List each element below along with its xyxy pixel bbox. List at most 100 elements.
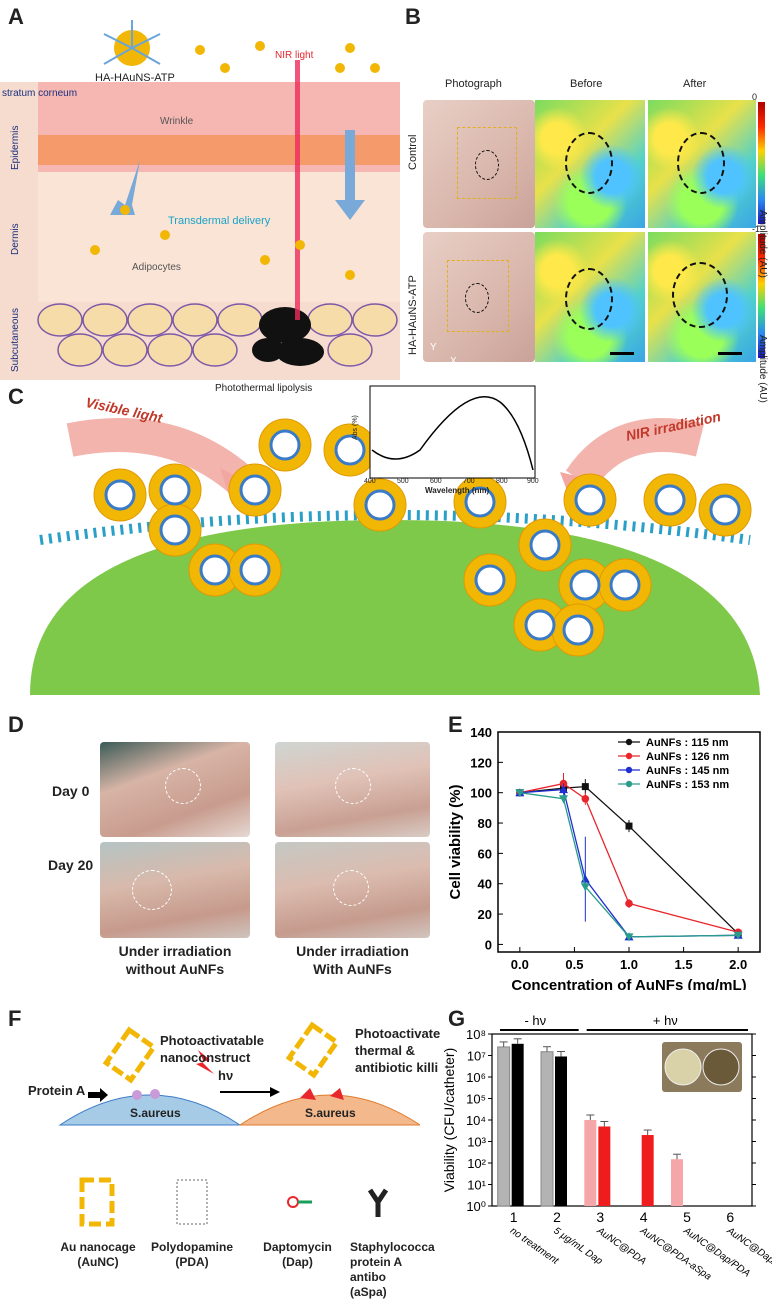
panel-g-label: G xyxy=(448,1006,466,1031)
y-tick-label: 100 xyxy=(470,786,492,801)
control-after-circle xyxy=(677,132,725,194)
panel-b-label: B xyxy=(405,4,421,29)
y-tick-label: 10¹ xyxy=(467,1178,486,1193)
particle-name: HA-HAuNS-ATP xyxy=(95,72,175,84)
label-line: Photoactivatable xyxy=(160,1033,265,1048)
inset-tick: 700 xyxy=(463,478,475,485)
x-tick-label: 2.0 xyxy=(729,957,747,972)
x-tick-label: 6 xyxy=(726,1209,734,1225)
minus-hv-label: - hν xyxy=(524,1013,546,1028)
x-tick-label: 1.0 xyxy=(620,957,638,972)
y-axis-label: Cell viability (%) xyxy=(447,784,464,899)
legend-aspa: Staphylococca protein A antibo (aSpa) xyxy=(350,1240,440,1300)
legend-line: Daptomycin xyxy=(263,1240,332,1254)
treated-before-circle xyxy=(565,268,613,330)
nanoconstruct-label: Photoactivatable nanoconstruct xyxy=(160,1032,264,1066)
colorbar-min: -1 xyxy=(752,224,761,234)
y-tick-label: 10⁵ xyxy=(466,1092,486,1107)
tumor-circle xyxy=(132,870,172,910)
series-line xyxy=(519,782,739,933)
membrane-diagram xyxy=(30,385,760,695)
colorbar-label: Amplitude (AU) xyxy=(757,210,768,278)
y-tick-label: 10⁷ xyxy=(467,1049,486,1064)
caption-line: Under irradiation xyxy=(118,943,232,959)
data-point xyxy=(559,779,568,788)
caption-with: Under irradiation With AuNFs xyxy=(275,942,430,978)
protein-a-label: Protein A xyxy=(28,1083,86,1098)
legend-label: AuNFs : 153 nm xyxy=(646,779,729,791)
y-tick-label: 80 xyxy=(478,816,492,831)
y-tick-label: 10⁴ xyxy=(466,1113,486,1128)
legend-line: (AuNC) xyxy=(77,1255,119,1269)
data-point xyxy=(515,789,525,798)
legend-label: AuNFs : 126 nm xyxy=(646,751,729,763)
treated-photo-circle xyxy=(465,283,489,313)
colorbar xyxy=(758,234,765,358)
petri-dish xyxy=(702,1048,740,1086)
x-tick-label: 4 xyxy=(640,1209,648,1225)
label-line: Photoactivate xyxy=(355,1026,441,1041)
data-point xyxy=(581,794,590,803)
legend-line: (Dap) xyxy=(282,1255,313,1269)
inset-tick: 800 xyxy=(496,478,508,485)
bar xyxy=(671,1159,683,1206)
x-tick-label: 1.5 xyxy=(675,957,693,972)
control-roi xyxy=(457,127,517,199)
legend-marker xyxy=(625,752,633,760)
caption-line: without AuNFs xyxy=(125,961,225,977)
x-tick-label: 1 xyxy=(510,1209,518,1225)
nanoflower-cluster xyxy=(93,418,752,657)
tumor-circle xyxy=(165,768,201,804)
legend-marker xyxy=(625,780,633,788)
data-point xyxy=(733,931,743,940)
caption-without: Under irradiation without AuNFs xyxy=(100,942,250,978)
layer-epidermis-label: Epidermis xyxy=(10,125,21,170)
x-tick-label: 3 xyxy=(596,1209,604,1225)
layer-stratum-label: stratum corneum xyxy=(2,88,78,99)
data-point xyxy=(624,933,634,942)
bacteria-label: S.aureus xyxy=(305,1106,356,1120)
wrinkle-label: Wrinkle xyxy=(160,116,194,127)
bar xyxy=(555,1056,567,1206)
panel-c-label: C xyxy=(8,384,24,409)
legend-aunc: Au nanocage (AuNC) xyxy=(48,1240,148,1270)
transdermal-label: Transdermal delivery xyxy=(168,215,271,227)
legend-label: AuNFs : 145 nm xyxy=(646,765,729,777)
x-axis-label: Concentration of AuNFs (mg/mL) xyxy=(511,977,746,990)
legend-marker xyxy=(625,766,633,774)
y-tick-label: 10³ xyxy=(467,1135,486,1150)
y-tick-label: 0 xyxy=(485,937,492,952)
plus-hv-label: + hν xyxy=(653,1013,678,1028)
panel-d-label: D xyxy=(8,712,24,737)
inset-tick: 500 xyxy=(397,478,409,485)
legend-line: Au nanocage xyxy=(60,1240,136,1254)
treated-after-circle xyxy=(672,262,728,328)
skin-diagram xyxy=(0,20,400,380)
data-point xyxy=(559,785,568,794)
inset-ylabel: Abs (%) xyxy=(352,415,359,440)
panel-f-label: F xyxy=(8,1006,22,1031)
bacteria-label: S.aureus xyxy=(130,1106,181,1120)
legend-line: (aSpa) xyxy=(350,1285,387,1299)
data-point xyxy=(580,874,590,883)
series-line xyxy=(519,792,739,938)
control-before-circle xyxy=(565,132,613,194)
row-control: Control xyxy=(407,134,419,170)
antibacterial-diagram xyxy=(58,1021,420,1126)
bar xyxy=(584,1120,597,1206)
y-tick-label: 120 xyxy=(470,755,492,770)
legend-line: Staphylococca xyxy=(350,1240,435,1254)
bar xyxy=(641,1135,654,1206)
bar xyxy=(497,1046,511,1207)
panel-e-label: E xyxy=(448,712,463,737)
hv-label: hν xyxy=(218,1068,234,1083)
label-line: thermal & xyxy=(355,1043,415,1058)
series-line xyxy=(519,785,739,935)
lipolysis-label: Photothermal lipolysis xyxy=(215,383,313,394)
nir-light-label: NIR light xyxy=(275,50,314,61)
tumor-circle xyxy=(335,768,371,804)
bar xyxy=(511,1043,524,1206)
legend-dap: Daptomycin (Dap) xyxy=(250,1240,345,1270)
